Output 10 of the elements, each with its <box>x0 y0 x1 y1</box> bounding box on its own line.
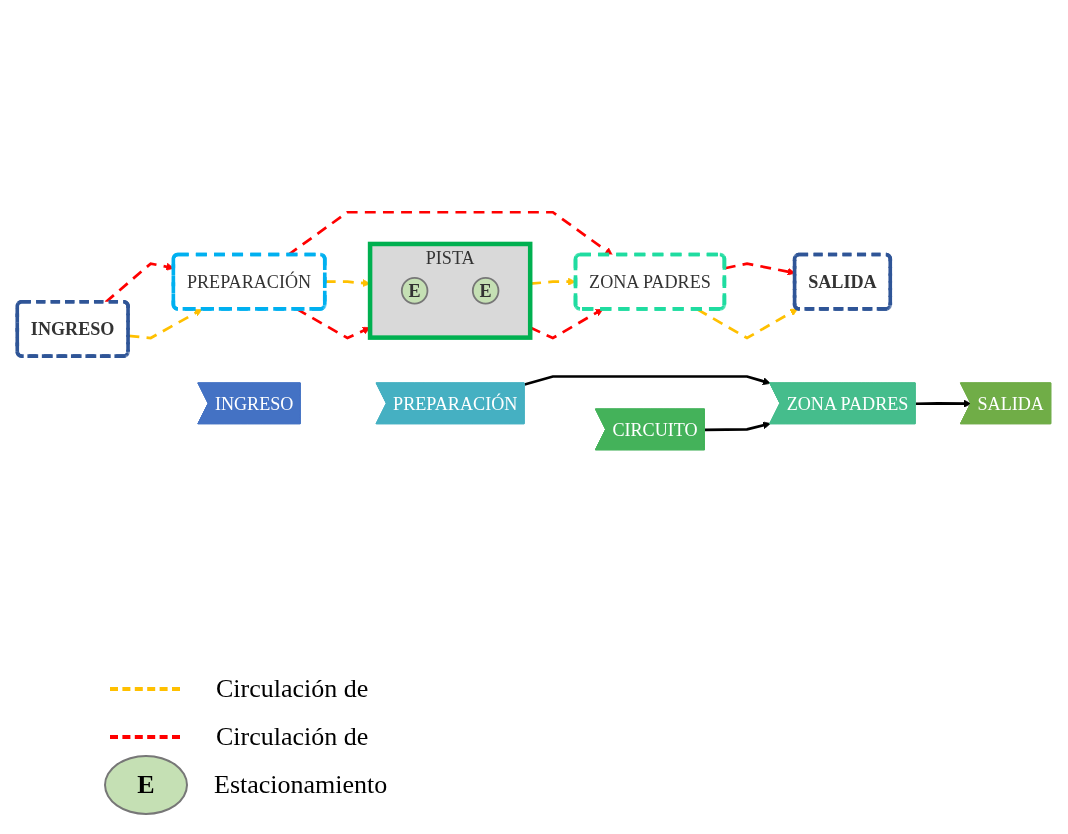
arrow <box>524 375 771 386</box>
legend-text: Circulación de <box>216 722 369 752</box>
arrow <box>704 421 771 432</box>
node-circle: E <box>471 277 500 305</box>
arrow <box>696 308 798 340</box>
legend-text: Estacionamiento <box>214 770 388 800</box>
parking-marker: E <box>104 755 188 815</box>
arrow <box>915 399 972 408</box>
node-circle: E <box>400 277 429 305</box>
legend-text: Circulación de <box>216 674 369 704</box>
